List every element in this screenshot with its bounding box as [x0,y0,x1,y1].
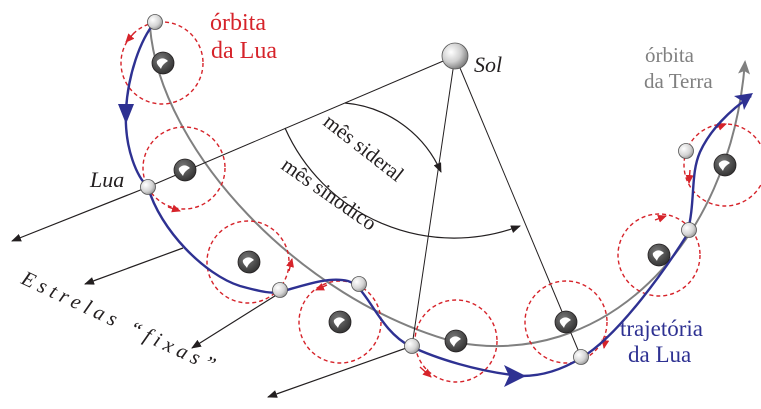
earth-icon [647,243,671,267]
trajectory-arrowhead [504,365,526,387]
synodic-month-label: mês sinódico [277,152,381,235]
fixed-stars-label: Estrelas “fixas” [17,265,224,379]
orbit-direction-arrow [167,204,181,213]
earth-icon [328,310,352,334]
trajectory-arrowheads [118,93,753,387]
sun-icon [441,42,469,70]
sidereal-month-arc [344,102,442,173]
moon-icon [140,179,156,195]
sidereal-month-label: mês sideral [319,109,409,187]
orbit-direction-arrow [685,169,694,184]
lunar-orbit-circles [120,21,761,383]
earth-icon [173,158,197,182]
moon-icon [404,338,420,354]
lunar-orbit-circle [617,213,701,297]
moon-icon [678,143,694,159]
earth-icon [554,310,578,334]
moon-trajectory-label-line1: trajetória [620,316,703,341]
trajectory-arrowhead [118,104,134,124]
earth-positions [151,51,737,353]
moon-icon [272,282,288,298]
lunar-orbit-label-line1: órbita [210,10,266,36]
orbit-direction-arrow [654,214,667,223]
synodic-month-arc [284,127,521,239]
lunar-orbit-circle [524,280,608,364]
moon-label: Lua [89,167,124,192]
lunar-orbit-direction-arrows [125,32,727,378]
earth-icon [151,51,175,75]
lunar-orbit-label-line2: da Lua [211,38,277,64]
lunar-orbit-circle [142,126,226,210]
orbit-direction-arrow [286,258,294,272]
earth-icon [713,153,737,177]
orbit-direction-arrow [419,366,432,378]
moon-icon [681,222,697,238]
moon-positions [140,14,697,365]
trajectory-arrowhead [734,93,753,110]
sun-label: Sol [474,52,502,77]
earth-icon [444,329,468,353]
moon-trajectory-label-line2: da Lua [628,342,691,367]
fixed-star-arrows [11,186,413,398]
earth-orbit-label-line2: da Terra [644,69,713,93]
lunar-orbit-circle [298,280,382,364]
moon-icon [351,276,367,292]
earth-orbit-label-line1: órbita [645,43,695,67]
orbit-direction-arrow [315,283,328,291]
orbit-direction-arrow [125,32,135,43]
earth-icon [237,250,261,274]
sun-reference-lines [147,55,582,358]
moon-icon [147,14,163,30]
moon-icon [573,349,589,365]
